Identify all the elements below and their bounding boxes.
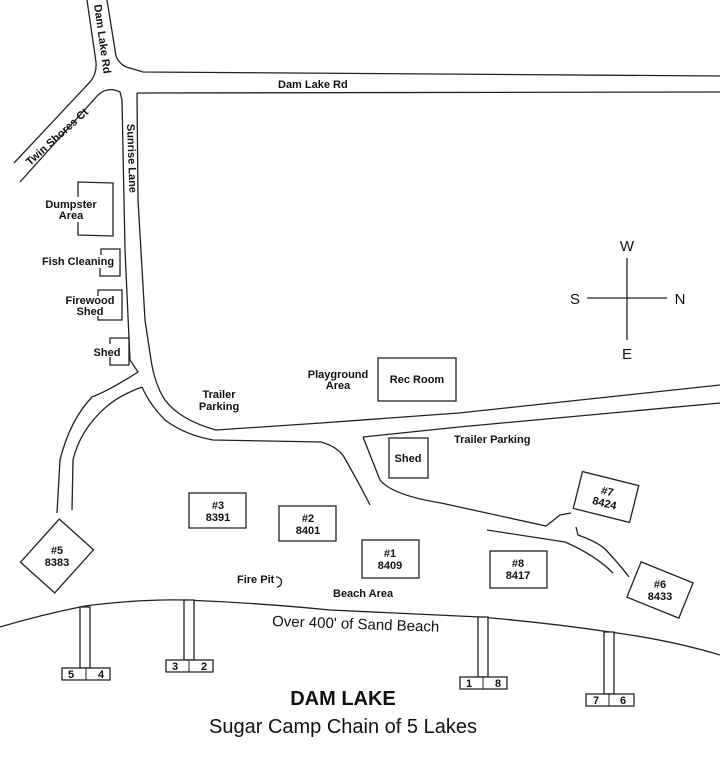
dumpster-area-outline [77, 181, 114, 237]
cabin-drive-east-edge [575, 526, 630, 578]
cabin-8: #8 8417 [489, 550, 548, 589]
dam-lake-rd-west-edge [13, 0, 97, 164]
rec-room-building [377, 357, 457, 402]
firewood-shed-label: Firewood [66, 295, 115, 307]
map-title: DAM LAKE [290, 688, 396, 710]
sunrise-lane-east-edge [136, 92, 720, 431]
compass-rose-icon: W E S N [570, 238, 685, 363]
cabin-number: #3 [212, 500, 224, 512]
shoreline [0, 599, 720, 656]
cabin-address: 8383 [45, 557, 69, 569]
cabin-address: 8391 [206, 512, 230, 524]
cabin-number: #2 [302, 513, 314, 525]
west-shed-outline [109, 337, 130, 366]
slip-number: 8 [495, 678, 501, 690]
trailer-parking-east-label: Trailer Parking [454, 434, 530, 446]
cabin-address: 8424 [591, 495, 619, 513]
cabin-5: #5 8383 [19, 518, 95, 594]
slip-number: 6 [620, 695, 626, 707]
dock-3-2: 3 2 [165, 599, 214, 673]
compass-e: E [622, 346, 632, 363]
slip-number: 5 [68, 669, 74, 681]
roads [0, 0, 720, 656]
dock-7-6: 7 6 [585, 631, 635, 707]
dam-lake-rd-north-edge [106, 0, 720, 77]
east-shed-label: Shed [395, 453, 422, 465]
map-subtitle: Sugar Camp Chain of 5 Lakes [209, 716, 477, 738]
cabin-address: 8401 [296, 525, 320, 537]
cabin-address: 8417 [506, 570, 530, 582]
cabin-6: #6 8433 [626, 561, 694, 619]
east-road-lower-edge [362, 436, 572, 527]
dumpster-area-label: Dumpster [45, 199, 97, 211]
beach-loop-edge [141, 386, 371, 506]
trailer-parking-west-label-2: Parking [199, 401, 239, 413]
cabin-1: #1 8409 [361, 539, 420, 579]
slip-number: 4 [98, 669, 105, 681]
cabin-number: #5 [51, 545, 63, 557]
compass-w: W [620, 238, 635, 255]
fish-cleaning-outline [99, 248, 121, 277]
cabin-address: 8433 [648, 591, 672, 603]
cabin-7: #7 8424 [572, 470, 640, 524]
east-shed-building [388, 437, 429, 479]
trailer-parking-west-label: Trailer [202, 389, 236, 401]
firewood-shed-label-2: Shed [77, 306, 104, 318]
beach-area-label: Beach Area [333, 588, 394, 600]
fire-pit-icon [275, 576, 283, 588]
slip-number: 1 [466, 678, 472, 690]
cabin-3: #3 8391 [188, 492, 247, 529]
slip-number: 3 [172, 661, 178, 673]
west-loop-inner-edge [71, 386, 143, 511]
dam-lake-rd-south-edge [136, 91, 720, 94]
cabin-number: #1 [384, 548, 396, 560]
dock-1-8: 1 8 [459, 616, 508, 690]
road-label-twin-shores-ct: Twin Shores Ct [24, 106, 91, 168]
cabin-number: #8 [512, 558, 524, 570]
dumpster-area-label-2: Area [59, 210, 84, 222]
firewood-shed-outline [97, 289, 123, 321]
slip-number: 7 [593, 695, 599, 707]
playground-area-label-2: Area [326, 380, 351, 392]
compass-n: N [675, 291, 686, 308]
road-label-dam-lake-rd-east: Dam Lake Rd [278, 79, 348, 91]
east-road-top-edge [362, 402, 720, 438]
fire-pit-label: Fire Pit [237, 574, 275, 586]
dock-5-4: 5 4 [61, 606, 111, 681]
beach-note: Over 400' of Sand Beach [272, 613, 440, 636]
twin-shores-inner-edge [19, 88, 139, 514]
cabin-number: #6 [654, 579, 666, 591]
cabin-number: #7 [600, 485, 615, 500]
compass-s: S [570, 291, 580, 308]
fish-cleaning-label: Fish Cleaning [42, 256, 114, 268]
cabin-2: #2 8401 [278, 505, 337, 542]
road-label-sunrise-lane: Sunrise Lane [124, 124, 138, 193]
west-shed-label: Shed [94, 347, 121, 359]
rec-room-label: Rec Room [390, 374, 445, 386]
cabin-drive-west-edge [486, 529, 614, 574]
cabin-address: 8409 [378, 560, 402, 572]
playground-area-label: Playground [308, 369, 369, 381]
slip-number: 2 [201, 661, 207, 673]
